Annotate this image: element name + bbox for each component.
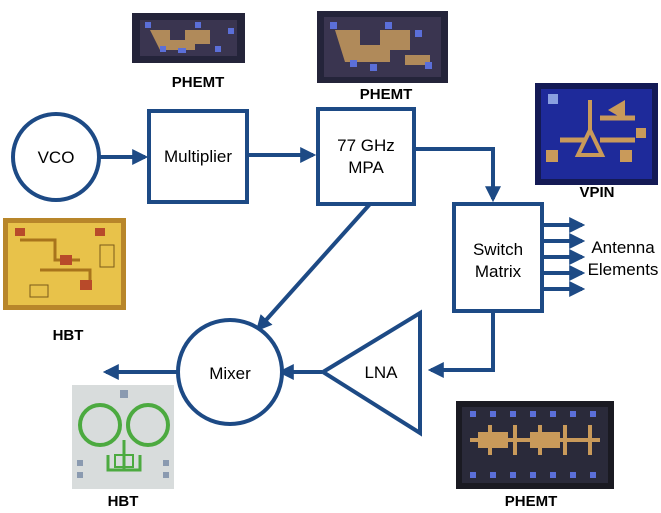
antenna-label-line1: Antenna — [591, 238, 655, 257]
phemt-chip-image-top-left — [132, 13, 245, 63]
phemt-label-top-left: PHEMT — [172, 74, 225, 91]
switch-label-line1: Switch — [473, 240, 523, 259]
multiplier-label: Multiplier — [164, 147, 232, 166]
vco-block — [11, 112, 101, 202]
vpin-label: VPIN — [579, 184, 614, 201]
vco-label: VCO — [38, 148, 75, 167]
switch-to-lna-arrow — [427, 311, 495, 378]
mpa-block — [316, 107, 416, 206]
lna-label: LNA — [364, 363, 398, 382]
mpa-to-switch-arrow — [414, 147, 501, 203]
hbt-chip-image-left — [3, 218, 126, 310]
antenna-label-line2: Elements — [588, 260, 659, 279]
phemt-chip-image-top-right — [317, 11, 448, 83]
mpa-label-line2: MPA — [348, 158, 384, 177]
phemt-label-top-right: PHEMT — [360, 86, 413, 103]
hbt-chip-image-bottom — [72, 385, 174, 489]
phemt-chip-image-bottom — [456, 401, 614, 489]
vpin-chip-image — [535, 83, 658, 185]
multiplier-block — [147, 109, 249, 204]
mpa-label-line1: 77 GHz — [337, 136, 395, 155]
switch-label-line2: Matrix — [475, 262, 522, 281]
lna-block — [319, 309, 422, 437]
mixer-label: Mixer — [209, 364, 251, 383]
switch-matrix-block — [452, 202, 544, 313]
hbt-label-bottom: HBT — [108, 493, 139, 510]
phemt-label-bottom: PHEMT — [505, 493, 558, 510]
mpa-to-mixer-arrow — [255, 202, 372, 332]
mixer-block — [176, 318, 284, 426]
hbt-label-left: HBT — [53, 327, 84, 344]
